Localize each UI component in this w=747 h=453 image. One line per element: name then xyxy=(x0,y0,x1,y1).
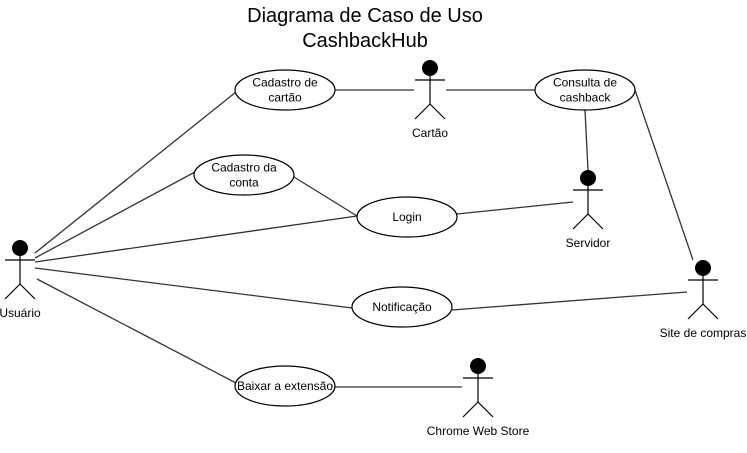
actor-right-leg xyxy=(477,401,494,418)
use-case-ellipse xyxy=(351,286,453,328)
associations-layer xyxy=(34,89,694,388)
association-usuario-baixar-extensao xyxy=(36,278,237,384)
actor-head-icon xyxy=(695,260,711,276)
actor-head-icon xyxy=(12,240,28,256)
use-case-ellipse xyxy=(193,154,295,196)
use-case-label: cartão xyxy=(268,91,302,105)
actor-cartao: Cartão xyxy=(412,60,448,140)
association-notificacao-site-compras xyxy=(451,291,688,311)
use-case-label: Baixar a extensão xyxy=(237,379,333,393)
actor-right-leg xyxy=(429,103,446,120)
use-case-label: Notificação xyxy=(372,300,432,314)
association-login-servidor xyxy=(456,201,574,215)
actor-left-leg xyxy=(414,103,431,120)
actor-right-leg xyxy=(587,213,604,230)
actor-left-leg xyxy=(572,213,589,230)
diagram-title: Diagrama de Caso de Uso CashbackHub xyxy=(247,5,483,52)
use-case-label: cashback xyxy=(560,91,612,105)
actor-label: Chrome Web Store xyxy=(427,424,530,438)
use-case-ellipse xyxy=(234,365,336,407)
title-line-1: Diagrama de Caso de Uso xyxy=(247,5,483,27)
association-usuario-notificacao xyxy=(34,267,353,309)
actor-site-compras: Site de compras xyxy=(660,260,747,340)
actor-chrome-store: Chrome Web Store xyxy=(427,358,530,438)
use-case-label: Login xyxy=(392,210,421,224)
actor-label: Site de compras xyxy=(660,326,747,340)
actor-servidor: Servidor xyxy=(566,170,611,250)
use-case-label: Cadastro de xyxy=(252,76,318,90)
use-case-ellipse xyxy=(234,69,336,111)
actor-left-leg xyxy=(687,303,704,320)
title-line-2: CashbackHub xyxy=(302,30,428,52)
association-usuario-cadastro-conta xyxy=(34,171,196,259)
association-usuario-login xyxy=(34,215,358,263)
actor-label: Cartão xyxy=(412,126,448,140)
use-case-login: Login xyxy=(356,196,458,238)
association-consulta-cashback-servidor xyxy=(584,109,589,171)
actor-right-leg xyxy=(19,283,36,300)
use-case-label: Consulta de xyxy=(553,76,617,90)
actor-head-icon xyxy=(470,358,486,374)
association-cadastro-conta-login xyxy=(293,176,358,217)
actor-usuario: Usuário xyxy=(0,240,41,320)
use-case-label: conta xyxy=(229,176,259,190)
use-case-label: Cadastro da xyxy=(211,161,277,175)
actor-left-leg xyxy=(4,283,21,300)
actor-head-icon xyxy=(422,60,438,76)
actor-label: Servidor xyxy=(566,236,611,250)
use-case-ellipse xyxy=(356,196,458,238)
actor-right-leg xyxy=(702,303,719,320)
use-case-ellipse xyxy=(534,69,636,111)
actor-label: Usuário xyxy=(0,306,41,320)
association-usuario-cadastro-cartao xyxy=(34,91,237,254)
use-case-baixar-extensao: Baixar a extensão xyxy=(234,365,336,407)
use-case-notificacao: Notificação xyxy=(351,286,453,328)
association-consulta-cashback-site-compras xyxy=(634,89,694,261)
actor-head-icon xyxy=(580,170,596,186)
actor-left-leg xyxy=(462,401,479,418)
